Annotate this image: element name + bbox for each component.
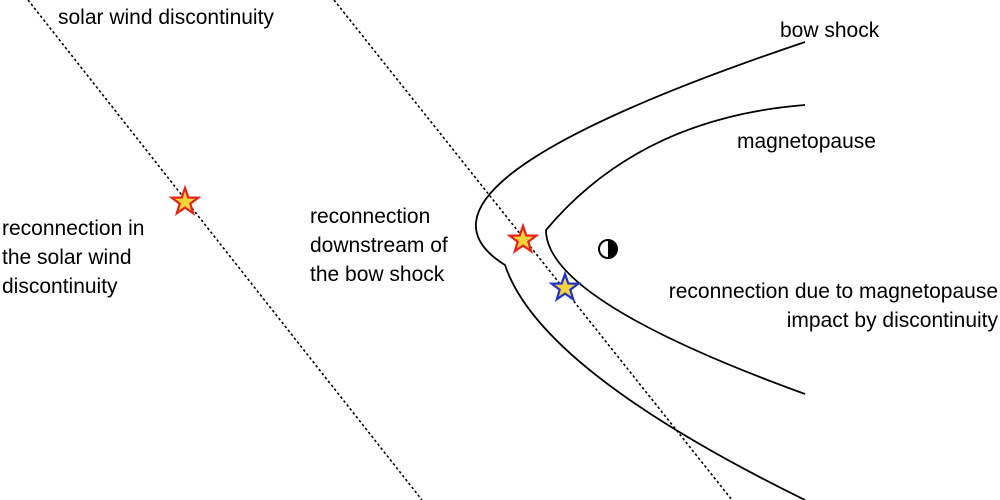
label-magnetopause: magnetopause	[737, 130, 876, 153]
magnetopause-curve	[545, 104, 806, 395]
star-icon	[548, 270, 582, 303]
star-icon	[506, 222, 540, 255]
label-reconnection-magnetopause: reconnection due to magnetopause impact …	[668, 280, 998, 332]
label-bow-shock: bow shock	[780, 19, 880, 42]
label-reconnection-downstream: reconnection downstream of the bow shock	[310, 205, 448, 286]
star-icon	[168, 184, 202, 217]
half-filled-circle-icon	[598, 239, 618, 259]
bow-shock-curve	[475, 41, 806, 500]
label-solar-wind-discontinuity: solar wind discontinuity	[58, 6, 274, 29]
label-reconnection-solar-wind: reconnection in the solar wind discontin…	[2, 217, 145, 298]
discontinuity-line-2	[333, 0, 733, 500]
discontinuity-line-1	[27, 0, 423, 500]
